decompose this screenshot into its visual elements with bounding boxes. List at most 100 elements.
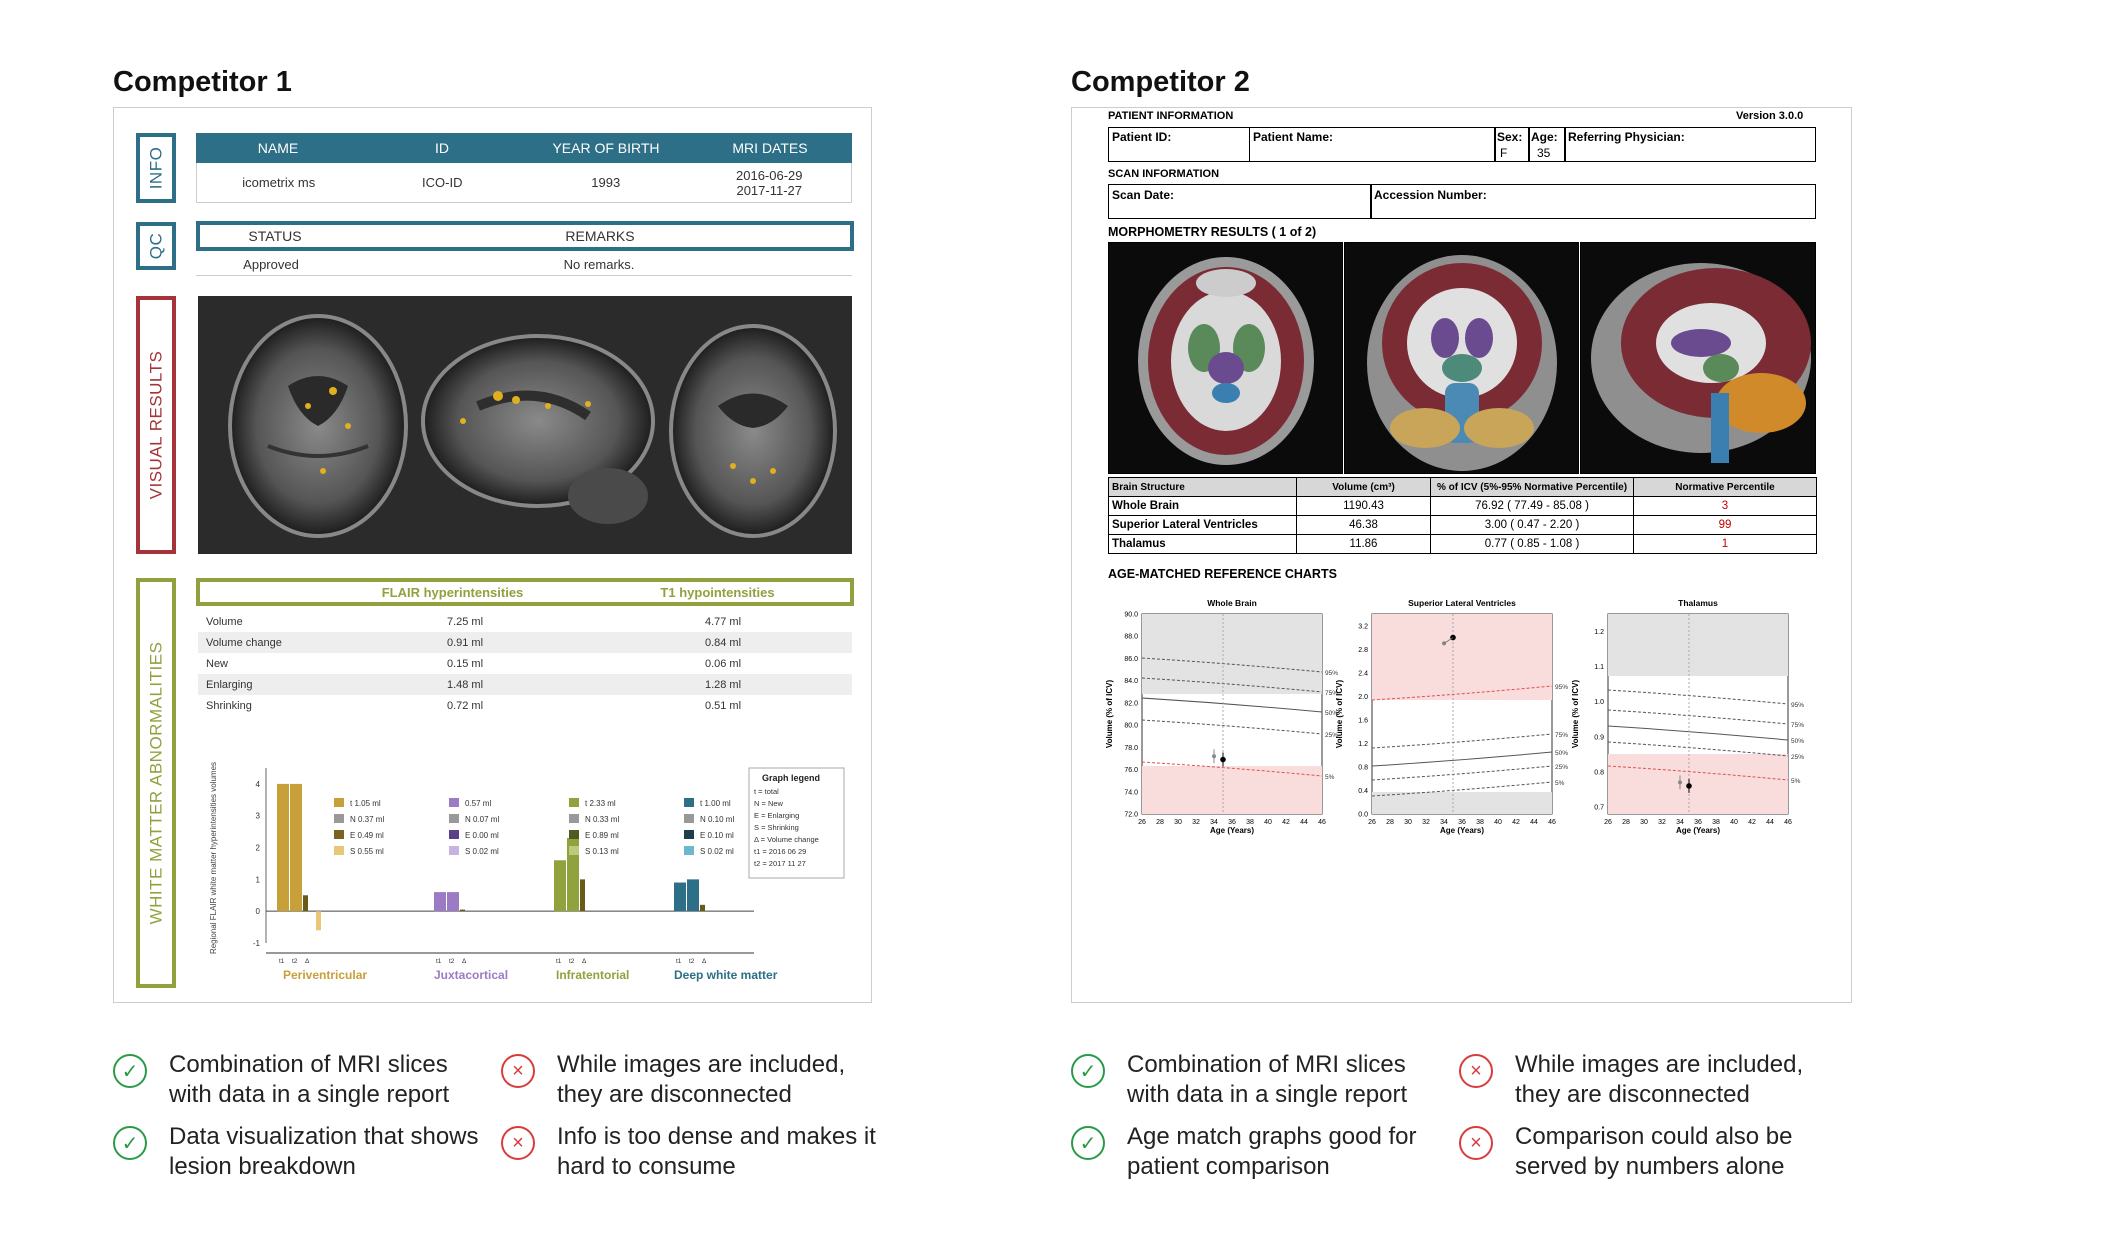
con-item: ×While images are included, they are dis… <box>501 1050 877 1110</box>
sagittal-mri-scan <box>1580 242 1816 474</box>
legend-swatch <box>569 830 579 839</box>
wma-table-header: FLAIR hyperintensities T1 hypointensitie… <box>196 578 854 606</box>
x-tick-label: 26 <box>1368 819 1376 826</box>
x-tick-label: t2 <box>449 958 455 965</box>
wma-cell-flair: 7.25 ml <box>446 615 484 628</box>
accession-field: Accession Number: <box>1374 188 1487 202</box>
x-tick-label: 28 <box>1622 819 1630 826</box>
y-tick-label: 90.0 <box>1124 612 1138 619</box>
legend-swatch <box>449 798 459 807</box>
flair-mri-slices-image <box>198 296 852 554</box>
graph-legend-item: S = Shrinking <box>754 823 799 832</box>
ref-chart-title: Superior Lateral Ventricles <box>1408 598 1516 608</box>
wma-cell-flair: 0.72 ml <box>446 699 484 712</box>
ref-chart-title: Whole Brain <box>1207 598 1257 608</box>
legend-swatch <box>334 798 344 807</box>
y-tick-label: 88.0 <box>1124 634 1138 641</box>
abnormal-range-shade <box>1608 754 1788 814</box>
y-tick-label: 76.0 <box>1124 767 1138 774</box>
x-tick-label: 42 <box>1748 819 1756 826</box>
check-icon: ✓ <box>1071 1054 1105 1088</box>
x-tick-label: t2 <box>689 958 695 965</box>
scan-info-box <box>1108 184 1816 219</box>
pro-text: Combination of MRI slices with data in a… <box>169 1051 450 1108</box>
con-item: × Comparison could also be served by numb… <box>1459 1122 1835 1182</box>
lesion-breakdown-chart: Regional FLAIR white matter hyperintensi… <box>204 748 854 998</box>
table-row: Thalamus 11.86 0.77 ( 0.85 - 1.08 ) 1 <box>1108 534 1817 554</box>
chart-bar <box>580 879 585 912</box>
graph-legend-item: t2 = 2017 11 27 <box>754 859 806 868</box>
x-tick-label: 32 <box>1192 819 1200 826</box>
group-value-label: N 0.37 ml <box>350 815 384 824</box>
qc-table-row: Approved No remarks. <box>196 254 852 276</box>
percentile-label: 25% <box>1791 754 1804 761</box>
con-text: Comparison could also be served by numbe… <box>1515 1123 1793 1180</box>
con-text: While images are included, they are disc… <box>1515 1051 1804 1108</box>
legend-swatch <box>334 846 344 855</box>
group-value-label: E 0.00 ml <box>465 831 499 840</box>
wma-cell-t1: 4.77 ml <box>704 615 742 628</box>
y-tick-label: 0.8 <box>1594 769 1604 776</box>
wma-cell-t1: 0.84 ml <box>704 636 742 649</box>
percentile-label: 75% <box>1555 732 1568 739</box>
percentile-label: 25% <box>1325 732 1338 739</box>
pro-text: Data visualization that shows lesion bre… <box>169 1123 479 1180</box>
pro-text: Combination of MRI slices with data in a… <box>1127 1051 1408 1108</box>
group-value-label: N 0.33 ml <box>585 815 619 824</box>
x-tick-label: Δ <box>702 958 707 965</box>
axial-mri-scan <box>1108 242 1343 474</box>
normal-range-shade <box>1608 614 1788 676</box>
chart-bar <box>460 909 465 912</box>
category-label: Periventricular <box>283 968 367 982</box>
y-tick-label: 72.0 <box>1124 812 1138 819</box>
percentile-line <box>1371 765 1553 781</box>
check-icon: ✓ <box>113 1126 147 1160</box>
cross-icon: × <box>501 1054 535 1088</box>
group-value-label: S 0.02 ml <box>700 847 734 856</box>
morphometry-table: Brain Structure Volume (cm³) % of ICV (5… <box>1108 477 1817 554</box>
wma-cell-label: Shrinking <box>206 699 252 712</box>
wma-cell-t1: 0.51 ml <box>704 699 742 712</box>
graph-legend-item: E = Enlarging <box>754 811 799 820</box>
pro-item: ✓ Combination of MRI slices with data in … <box>1071 1050 1447 1110</box>
percentile-line <box>1371 751 1553 767</box>
y-tick-label: 0 <box>256 907 261 916</box>
wma-cell-flair: 0.15 ml <box>446 657 484 670</box>
percentile-line <box>1607 765 1789 781</box>
x-tick-label: Δ <box>305 958 310 965</box>
cross-icon: × <box>1459 1054 1493 1088</box>
y-tick-label: 78.0 <box>1124 745 1138 752</box>
x-tick-label: 44 <box>1530 819 1538 826</box>
wma-table-row: Shrinking 0.72 ml 0.51 ml <box>198 695 852 716</box>
group-value-label: N 0.10 ml <box>700 815 734 824</box>
graph-legend-item: t1 = 2016 06 29 <box>754 847 806 856</box>
legend-swatch <box>684 830 694 839</box>
x-tick-label: t2 <box>292 958 298 965</box>
x-tick-label: 32 <box>1422 819 1430 826</box>
check-icon: ✓ <box>113 1054 147 1088</box>
x-tick-label: 34 <box>1676 819 1684 826</box>
percentile-line <box>1141 719 1323 735</box>
percentile-label: 75% <box>1325 690 1338 697</box>
percentile-line <box>1371 685 1553 701</box>
con-item: × While images are included, they are dis… <box>1459 1050 1835 1110</box>
patient-info-label: PATIENT INFORMATION <box>1108 110 1234 122</box>
group-value-label: t 2.33 ml <box>585 799 616 808</box>
age-field: Age: <box>1531 130 1558 144</box>
group-value-label: E 0.10 ml <box>700 831 734 840</box>
percentile-label: 5% <box>1555 780 1565 787</box>
cross-icon: × <box>1459 1126 1493 1160</box>
x-tick-label: 36 <box>1458 819 1466 826</box>
pro-item: ✓ Combination of MRI slices with data in … <box>113 1050 489 1110</box>
physician-field: Referring Physician: <box>1568 130 1685 144</box>
group-value-label: N 0.07 ml <box>465 815 499 824</box>
percentile-label: 50% <box>1791 738 1804 745</box>
x-tick-label: 30 <box>1174 819 1182 826</box>
age-value: 35 <box>1537 146 1551 160</box>
chart-bar <box>554 860 566 912</box>
percentile-line <box>1141 657 1323 673</box>
x-tick-label: 40 <box>1494 819 1502 826</box>
wma-cell-label: Enlarging <box>206 678 253 691</box>
